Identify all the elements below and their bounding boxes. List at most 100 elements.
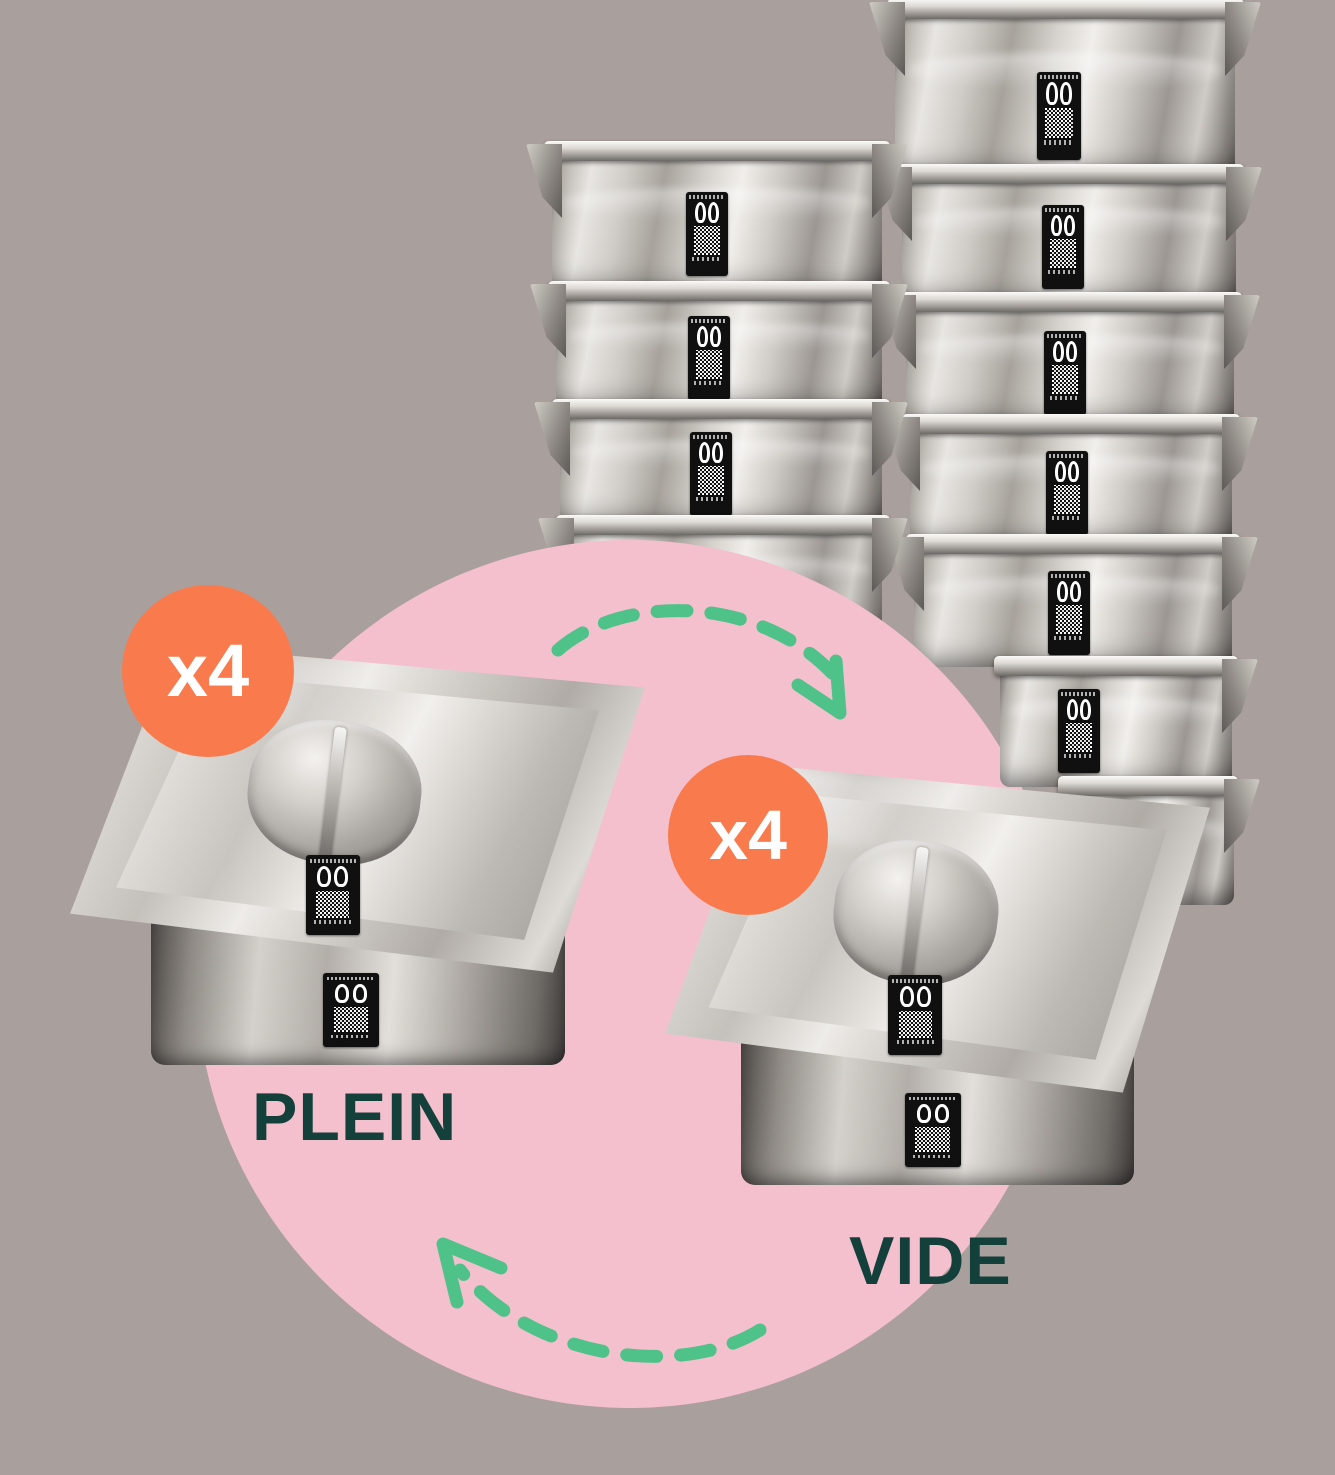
label-header-text xyxy=(1044,207,1082,213)
qr-label xyxy=(1048,571,1090,655)
brand-logo-icon xyxy=(334,983,368,1004)
pan-rim xyxy=(1057,776,1239,796)
stacked-pan xyxy=(876,164,1236,303)
pan-rim xyxy=(897,292,1243,312)
qr-label xyxy=(1058,689,1100,773)
qr-label xyxy=(904,1092,961,1167)
brand-logo-icon xyxy=(916,1103,950,1124)
badge-quantity-full: x4 xyxy=(122,585,294,757)
label-header-text xyxy=(1046,333,1084,339)
pan-rim xyxy=(547,281,891,301)
label-vide: VIDE xyxy=(849,1223,1012,1299)
label-footer-text xyxy=(331,1034,371,1039)
label-footer-text xyxy=(696,497,726,502)
qr-code-icon xyxy=(695,350,723,379)
brand-logo-icon xyxy=(1056,580,1082,603)
stacked-pan xyxy=(888,534,1232,667)
label-header-text xyxy=(688,194,726,200)
arrow-head-icon xyxy=(791,654,847,720)
qr-code-icon xyxy=(693,226,721,255)
qr-code-icon xyxy=(1049,239,1077,268)
brand-logo-icon xyxy=(1050,214,1076,237)
label-header-text xyxy=(692,434,730,440)
label-header-text xyxy=(1050,573,1088,579)
pan-corner-ear xyxy=(1222,537,1258,611)
pan-corner-ear xyxy=(1224,295,1260,369)
pan-rim xyxy=(901,414,1241,434)
stacked-pan xyxy=(530,281,882,410)
qr-code-icon xyxy=(915,1126,951,1152)
label-footer-text xyxy=(913,1154,953,1159)
pan-rim xyxy=(994,656,1238,676)
pan-rim xyxy=(893,164,1245,184)
label-footer-text xyxy=(313,920,352,925)
label-header-text xyxy=(309,858,356,863)
qr-label xyxy=(1042,205,1084,289)
brand-logo-icon xyxy=(1052,340,1078,363)
lidded-container-full xyxy=(70,645,645,1065)
stacked-pan xyxy=(526,141,882,292)
brand-logo-icon xyxy=(1066,698,1092,721)
qr-code-icon xyxy=(898,1010,933,1038)
label-header-text xyxy=(326,976,376,981)
arrow-head-icon xyxy=(436,1237,508,1309)
pan-rim xyxy=(543,141,891,161)
label-header-text xyxy=(892,978,939,983)
label-footer-text xyxy=(1050,396,1080,401)
qr-code-icon xyxy=(333,1006,369,1032)
qr-code-icon xyxy=(1053,485,1081,514)
brand-logo-icon xyxy=(698,441,724,464)
stacked-pan xyxy=(534,399,882,526)
label-footer-text xyxy=(1052,516,1082,521)
qr-code-icon xyxy=(1065,723,1093,752)
pan-body xyxy=(1000,667,1232,787)
label-header-text xyxy=(1040,75,1078,80)
label-footer-text xyxy=(694,381,724,386)
label-footer-text xyxy=(1054,636,1084,641)
brand-logo-icon xyxy=(1054,460,1080,483)
brand-logo-icon xyxy=(694,201,720,224)
qr-label xyxy=(1044,331,1086,415)
arrow-empty-to-full xyxy=(436,1237,767,1363)
badge-quantity-empty: x4 xyxy=(668,755,828,915)
label-footer-text xyxy=(692,257,722,262)
qr-label xyxy=(323,972,379,1047)
arrow-shaft xyxy=(453,1263,767,1363)
label-plein: PLEIN xyxy=(252,1079,458,1155)
label-header-text xyxy=(908,1096,957,1101)
pan-rim xyxy=(886,0,1244,19)
pan-corner-ear xyxy=(1222,659,1258,733)
stacked-pan xyxy=(869,0,1235,175)
stacked-pan xyxy=(880,292,1234,425)
pan-corner-ear xyxy=(526,144,562,218)
qr-label xyxy=(305,855,360,935)
qr-label xyxy=(888,975,943,1055)
qr-label xyxy=(1037,72,1081,160)
brand-logo-icon xyxy=(696,325,722,348)
pan-corner-ear xyxy=(869,2,905,76)
pan-rim xyxy=(556,515,890,535)
qr-label xyxy=(688,316,730,400)
pan-corner-ear xyxy=(1224,779,1260,853)
brand-logo-icon xyxy=(899,986,932,1007)
pan-corner-ear xyxy=(534,402,570,476)
pan-corner-ear xyxy=(1222,417,1258,491)
qr-label xyxy=(1046,451,1088,535)
label-header-text xyxy=(1048,453,1086,459)
label-footer-text xyxy=(1064,754,1094,759)
qr-code-icon xyxy=(1051,365,1079,394)
pan-rim xyxy=(551,399,891,419)
brand-logo-icon xyxy=(317,866,349,887)
qr-label xyxy=(690,432,732,516)
qr-label xyxy=(686,192,728,276)
arrow-shaft xyxy=(551,604,839,680)
stacked-pan xyxy=(994,656,1232,787)
pan-corner-ear xyxy=(530,284,566,358)
qr-code-icon xyxy=(1045,108,1073,138)
brand-logo-icon xyxy=(1046,82,1072,105)
pan-rim xyxy=(906,534,1240,554)
pan-corner-ear xyxy=(1225,2,1261,76)
label-footer-text xyxy=(1048,270,1078,275)
qr-code-icon xyxy=(316,890,350,918)
